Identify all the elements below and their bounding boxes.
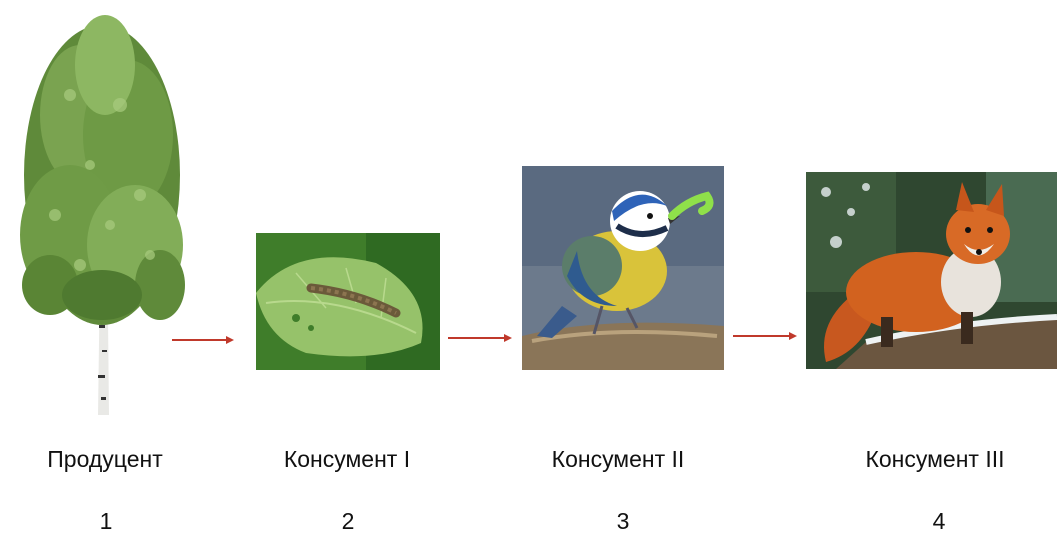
- stage-label-consumer-1: Консумент I: [283, 446, 411, 472]
- stage-number-1: 1: [99, 508, 113, 534]
- stage-label-producer: Продуцент: [47, 446, 163, 472]
- caterpillar-leaf-image: [256, 233, 440, 370]
- birch-tree-image: [10, 5, 195, 420]
- stage-number-2: 2: [341, 508, 355, 534]
- arrow-3-to-4: [733, 329, 797, 341]
- stage-label-consumer-2: Консумент II: [551, 446, 685, 472]
- blue-tit-image: [522, 166, 724, 370]
- arrow-1-to-2: [172, 333, 234, 345]
- stage-number-4: 4: [932, 508, 946, 534]
- stage-number-3: 3: [616, 508, 630, 534]
- stage-label-consumer-3: Консумент III: [865, 446, 1005, 472]
- arrow-2-to-3: [448, 331, 512, 343]
- red-fox-image: [806, 172, 1057, 369]
